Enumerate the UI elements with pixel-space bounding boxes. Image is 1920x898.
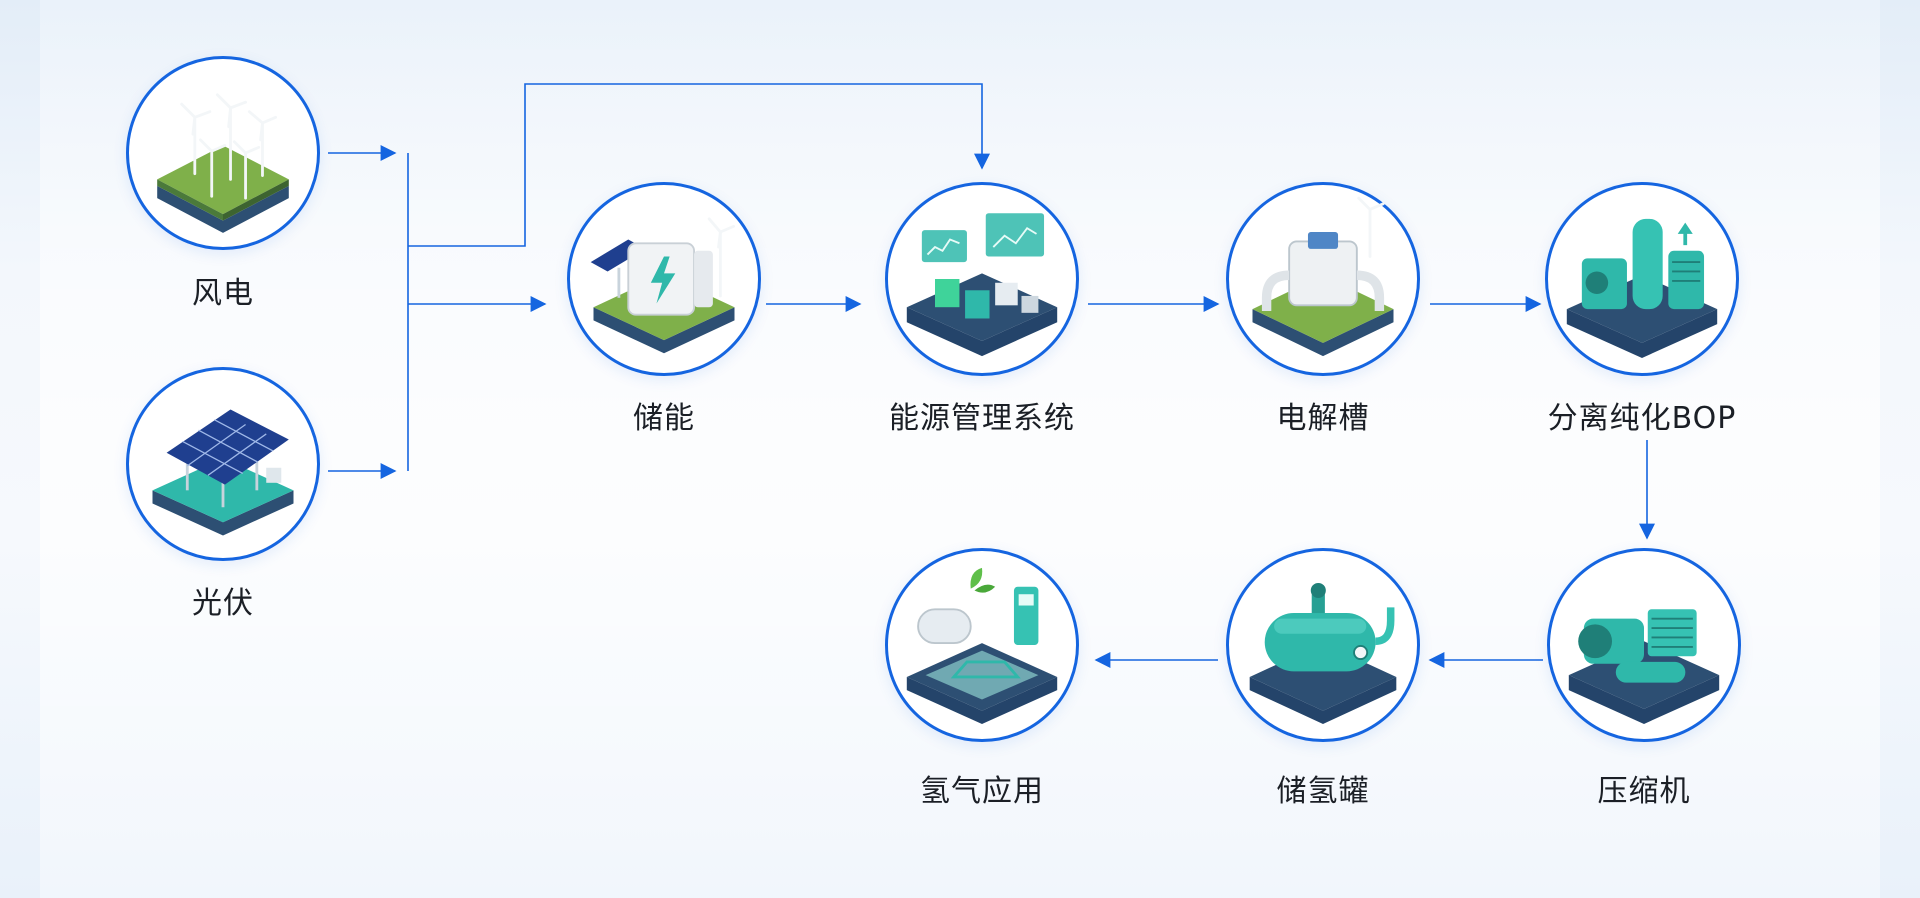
battery-storage-icon <box>590 217 735 354</box>
node-label-ems: 能源管理系统 <box>889 401 1075 436</box>
hydrogen-tank-icon <box>1249 582 1397 724</box>
solar-panel-icon <box>152 409 294 536</box>
hydrogen-application-icon <box>906 567 1058 724</box>
node-wind <box>126 56 320 250</box>
energy-management-icon <box>906 213 1058 357</box>
node-label-application: 氢气应用 <box>920 774 1044 809</box>
wind-farm-icon <box>157 93 289 233</box>
node-label-solar: 光伏 <box>192 586 254 621</box>
node-bop <box>1545 182 1739 376</box>
node-label-electrolyzer: 电解槽 <box>1276 401 1370 436</box>
node-electrolyzer <box>1226 182 1420 376</box>
electrolyzer-icon <box>1252 196 1394 357</box>
node-label-storage: 储能 <box>633 401 695 436</box>
compressor-icon <box>1568 609 1720 724</box>
node-compressor <box>1547 548 1741 742</box>
node-label-bop: 分离纯化BOP <box>1547 401 1737 436</box>
node-h2tank <box>1226 548 1420 742</box>
node-solar <box>126 367 320 561</box>
node-label-h2tank: 储氢罐 <box>1276 774 1370 809</box>
edge-wind-to-ems <box>408 83 990 247</box>
purification-unit-icon <box>1566 218 1718 358</box>
node-label-compressor: 压缩机 <box>1597 774 1691 809</box>
background-panel <box>40 0 1880 898</box>
node-storage <box>567 182 761 376</box>
node-ems <box>885 182 1079 376</box>
node-label-wind: 风电 <box>192 276 254 311</box>
node-application <box>885 548 1079 742</box>
